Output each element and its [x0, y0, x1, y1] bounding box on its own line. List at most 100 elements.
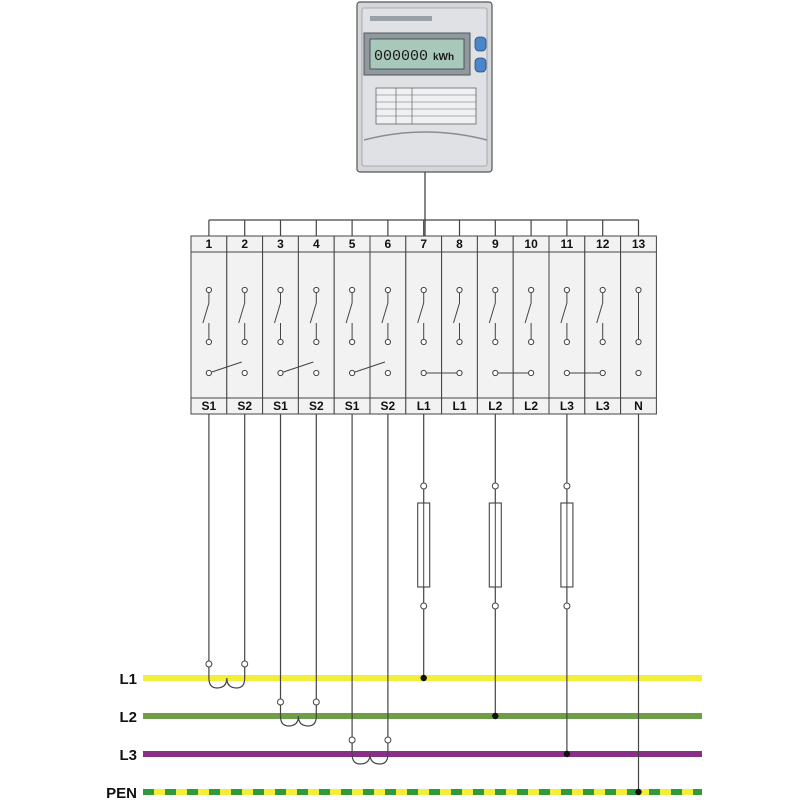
switch-blade [453, 302, 460, 324]
switch-blade [381, 302, 389, 324]
ct-short-link-3 [354, 361, 386, 373]
ct-terminal-s2 [241, 660, 249, 668]
link-contact [313, 369, 320, 377]
switch-blade [309, 302, 317, 324]
terminal-13: 13N [620, 235, 657, 415]
terminal-label: S2 [309, 399, 324, 413]
meter-face [361, 7, 488, 167]
meter-unit: kWh [433, 52, 454, 63]
contact-bottom [349, 338, 356, 346]
terminal-label: L1 [452, 399, 466, 413]
terminal-7: 7L1 [405, 235, 443, 415]
contact-top [599, 286, 606, 294]
meter-reading: 000000 [374, 48, 428, 65]
terminal-1: 1S1 [190, 235, 228, 415]
terminal-2: 2S2 [226, 235, 264, 415]
switch-blade [524, 302, 532, 324]
terminal-label: S2 [381, 399, 396, 413]
terminal-number: 3 [277, 237, 284, 251]
bus-l1: L1 [119, 671, 702, 688]
bus-label: L3 [119, 747, 137, 764]
switch-blade [488, 302, 496, 324]
contact-bottom [205, 338, 212, 346]
link-contact [384, 369, 391, 377]
fuse-contact-bottom [491, 602, 499, 610]
bus-pen: PEN [106, 785, 702, 800]
terminal-number: 9 [492, 237, 499, 251]
link-contact [528, 369, 535, 377]
contact-top [384, 286, 391, 294]
switch-blade [238, 302, 246, 324]
terminal-number: 1 [206, 237, 213, 251]
meter-serial-strip [370, 16, 432, 21]
meter-nameplate [375, 87, 477, 125]
meter-button-down[interactable] [474, 57, 487, 73]
contact-bottom [384, 338, 391, 346]
terminal-4: 4S2 [297, 235, 335, 415]
ct-coil [279, 705, 317, 727]
contact-top [528, 286, 535, 294]
contact-bottom [420, 338, 427, 346]
switch-blade [417, 302, 425, 324]
connection-wires [205, 414, 642, 796]
terminal-3: 3S1 [262, 235, 299, 415]
bus-junction-dot [420, 674, 427, 682]
link-contact [599, 369, 606, 377]
contact-bottom [277, 338, 284, 346]
link-contact [241, 369, 248, 377]
terminal-number: 13 [632, 237, 646, 251]
ct-short-link-2 [283, 361, 314, 373]
ct-terminal-s1 [205, 660, 213, 668]
ct-terminal-s1 [277, 698, 284, 706]
terminal-bridge-wires [208, 219, 640, 236]
link-contact [563, 369, 571, 377]
contact-bottom [563, 338, 571, 346]
contact-top [420, 286, 427, 294]
bus-junction-dot [492, 712, 499, 720]
ct-short-link-1 [211, 361, 242, 373]
terminal-5: 5S1 [333, 235, 371, 415]
switch-blade [560, 302, 568, 324]
terminal-number: 8 [456, 237, 463, 251]
fuse-contact-bottom [420, 602, 428, 610]
terminal-number: 12 [596, 237, 610, 251]
link-contact [420, 369, 427, 377]
terminal-label: N [634, 399, 643, 413]
pen-junction-dot [635, 788, 642, 796]
bus-l3: L3 [119, 747, 702, 764]
bus-l2: L2 [119, 709, 702, 726]
contact-bottom [528, 338, 535, 346]
ct-terminal-s1 [348, 736, 356, 744]
terminal-block: 1S12S23S14S25S16S27L18L19L210L211L312L31… [190, 235, 657, 415]
link-contact [277, 369, 284, 377]
fuse-contact-top [420, 482, 428, 490]
meter-button-up[interactable] [474, 36, 487, 52]
contact-bottom [492, 338, 499, 346]
terminal-number: 10 [524, 237, 538, 251]
terminal-label: S1 [345, 399, 360, 413]
fuse-contact-bottom [563, 602, 571, 610]
ct-coil [208, 667, 246, 689]
link-contact [456, 369, 463, 377]
terminal-number: 7 [420, 237, 427, 251]
switch-blade [202, 302, 210, 324]
contact-bottom [599, 338, 606, 346]
link-contact [205, 369, 212, 377]
terminal-6: 6S2 [369, 235, 407, 415]
fuse-contact-top [491, 482, 499, 490]
terminal-label: L1 [417, 399, 431, 413]
terminal-label: L2 [488, 399, 502, 413]
contact-bottom [635, 338, 642, 346]
ct-terminal-s2 [384, 736, 392, 744]
ct-coil [351, 743, 389, 765]
contact-top [277, 286, 284, 294]
bus-label: L2 [119, 709, 137, 726]
fuse-contact-top [563, 482, 571, 490]
contact-top [241, 286, 248, 294]
terminal-label: L3 [596, 399, 610, 413]
terminal-number: 2 [241, 237, 248, 251]
